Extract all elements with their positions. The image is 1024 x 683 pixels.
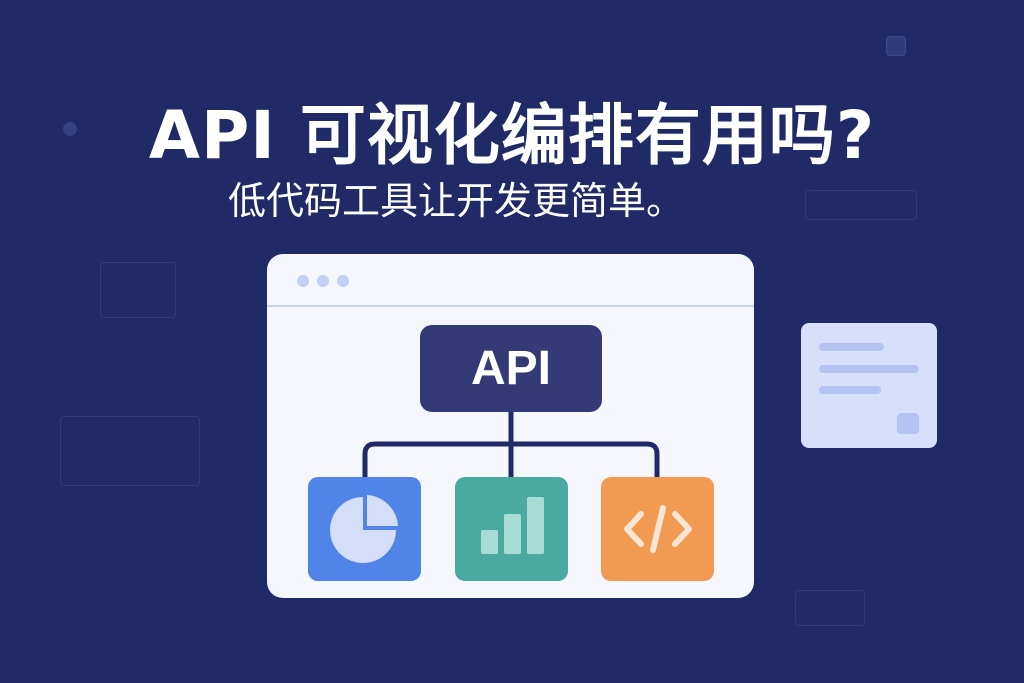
decor-panel xyxy=(60,416,200,486)
window-dot-icon xyxy=(317,275,329,287)
code-node xyxy=(601,477,714,581)
decor-panel xyxy=(805,190,917,220)
api-node: API xyxy=(420,325,602,412)
connector-lines xyxy=(362,412,660,477)
decor-square xyxy=(886,36,906,56)
bar-chart-node xyxy=(455,477,568,581)
square-icon xyxy=(897,413,919,434)
page-title: API 可视化编排有用吗? xyxy=(148,97,876,174)
decor-panel xyxy=(100,262,176,318)
text-line xyxy=(819,365,919,373)
side-document-card xyxy=(801,323,937,448)
window-divider xyxy=(267,305,754,307)
page-subtitle: 低代码工具让开发更简单。 xyxy=(228,179,685,223)
text-line xyxy=(819,386,881,394)
window-dot-icon xyxy=(297,275,309,287)
app-window: API xyxy=(267,254,754,598)
window-dot-icon xyxy=(337,275,349,287)
decor-dot xyxy=(63,122,77,136)
pie-chart-node xyxy=(308,477,421,581)
pie-chart-icon xyxy=(329,495,398,563)
code-icon xyxy=(623,505,692,553)
text-line xyxy=(819,343,884,351)
bar-chart-icon xyxy=(480,497,544,554)
decor-panel xyxy=(795,590,865,626)
